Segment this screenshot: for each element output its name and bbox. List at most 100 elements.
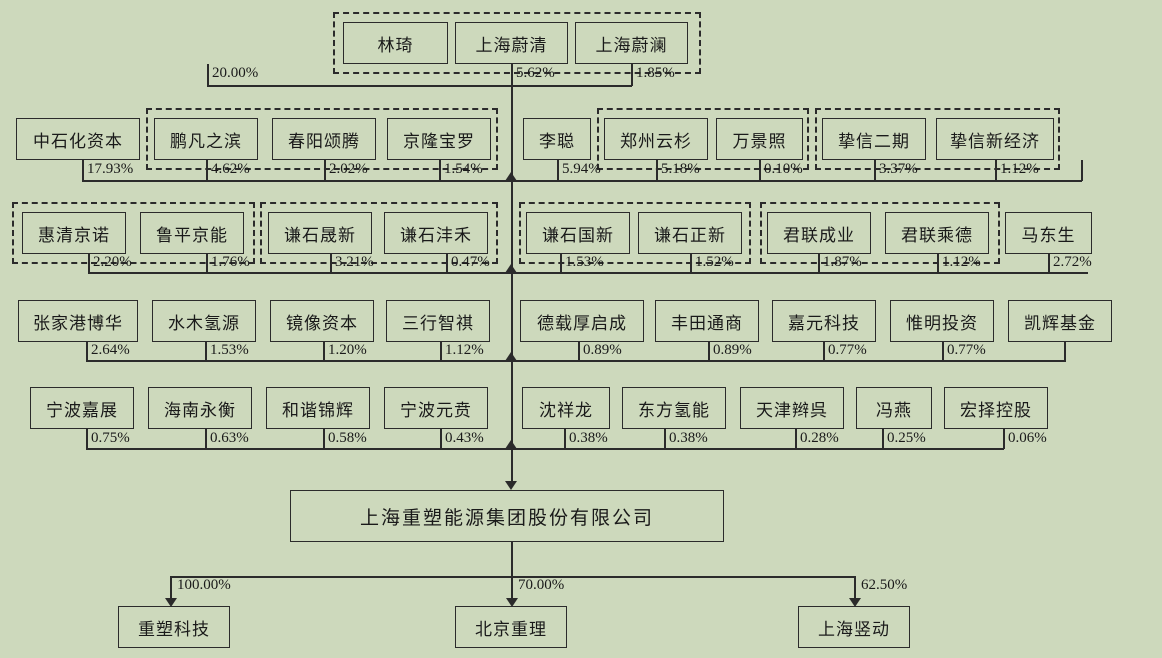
shareholder-name: 谦石晟新: [284, 225, 356, 245]
shareholder-box-r2c8[interactable]: 挚信新经济: [936, 118, 1054, 160]
shareholder-name: 李聪: [539, 131, 575, 151]
shareholder-name: 上海蔚澜: [595, 35, 668, 55]
line-r1c0-v: [207, 64, 209, 86]
shareholder-box-r5c4[interactable]: 沈祥龙: [522, 387, 610, 429]
stub-r2c5: [656, 160, 658, 181]
group-dashed-row2-a: [146, 108, 498, 170]
shareholder-box-r1c2[interactable]: 上海蔚澜: [575, 22, 688, 64]
shareholder-name: 万景照: [732, 131, 787, 151]
pct-r3c8: 2.72%: [1053, 254, 1092, 270]
shareholder-box-r5c8[interactable]: 宏择控股: [944, 387, 1048, 429]
shareholder-box-r5c3[interactable]: 宁波元贲: [384, 387, 488, 429]
stub-r4c0: [86, 342, 88, 361]
pct-r1c1: 5.62%: [516, 65, 555, 81]
bus-row5: [86, 448, 1004, 450]
pct-r1c0: 20.00%: [212, 65, 259, 81]
shareholder-box-r5c1[interactable]: 海南永衡: [148, 387, 252, 429]
stub-r2c6: [759, 160, 761, 181]
stub-r3c2: [330, 254, 332, 273]
subsidiary-box-0[interactable]: 重塑科技: [118, 606, 230, 648]
company-name: 上海重塑能源集团股份有限公司: [359, 507, 654, 529]
shareholder-box-r1c0[interactable]: 林琦: [343, 22, 448, 64]
shareholder-box-r3c4[interactable]: 谦石国新: [526, 212, 630, 254]
company-box[interactable]: 上海重塑能源集团股份有限公司: [290, 490, 724, 542]
stub-r2c2: [324, 160, 326, 181]
shareholder-box-r3c3[interactable]: 谦石沣禾: [384, 212, 488, 254]
pct-r2c7: 3.37%: [879, 161, 918, 177]
shareholder-name: 君联成业: [783, 225, 855, 245]
pct-r3c6: 1.87%: [823, 254, 862, 270]
shareholder-box-r3c6[interactable]: 君联成业: [767, 212, 871, 254]
pct-r4c7: 0.77%: [947, 342, 986, 358]
shareholder-box-r4c5[interactable]: 丰田通商: [655, 300, 759, 342]
trunk-seg-3: [511, 272, 513, 363]
pct-r5c5: 0.38%: [669, 430, 708, 446]
shareholder-box-r3c1[interactable]: 鲁平京能: [140, 212, 244, 254]
shareholder-box-r3c5[interactable]: 谦石正新: [638, 212, 742, 254]
pct-r3c2: 3.21%: [335, 254, 374, 270]
shareholder-name: 沈祥龙: [539, 400, 593, 420]
shareholder-name: 鲁平京能: [156, 225, 228, 245]
shareholder-name: 天津辫呉: [756, 400, 828, 420]
shareholder-name: 鹏凡之滨: [170, 131, 242, 151]
trunk-seg-5: [511, 448, 513, 484]
sub-drop-2: [854, 576, 856, 603]
subsidiary-name: 北京重理: [475, 619, 547, 639]
shareholder-box-r2c4[interactable]: 李聪: [523, 118, 591, 160]
stub-r2c0: [82, 160, 84, 181]
pct-r2c6: 0.10%: [764, 161, 803, 177]
shareholder-box-r3c2[interactable]: 谦石晟新: [268, 212, 372, 254]
arrow-into-trunk-row3: [505, 264, 517, 273]
subsidiary-box-1[interactable]: 北京重理: [455, 606, 567, 648]
shareholder-box-r3c0[interactable]: 惠清京诺: [22, 212, 126, 254]
shareholder-box-r4c7[interactable]: 惟明投资: [890, 300, 994, 342]
shareholder-box-r4c6[interactable]: 嘉元科技: [772, 300, 876, 342]
shareholder-box-r2c2[interactable]: 春阳颂腾: [272, 118, 376, 160]
shareholder-box-r4c3[interactable]: 三行智祺: [386, 300, 490, 342]
bus-row2: [82, 180, 1082, 182]
shareholder-box-r4c1[interactable]: 水木氢源: [152, 300, 256, 342]
shareholder-box-r5c7[interactable]: 冯燕: [856, 387, 932, 429]
shareholder-box-r5c6[interactable]: 天津辫呉: [740, 387, 844, 429]
stub-r5c6: [795, 429, 797, 449]
shareholder-name: 马东生: [1021, 225, 1076, 245]
shareholder-name: 和谐锦辉: [282, 400, 354, 420]
shareholder-box-r2c0[interactable]: 中石化资本: [16, 118, 140, 160]
trunk-seg-1: [511, 85, 513, 185]
shareholder-box-r5c5[interactable]: 东方氢能: [622, 387, 726, 429]
shareholder-box-r5c0[interactable]: 宁波嘉展: [30, 387, 134, 429]
bus-row2-right-end: [1081, 160, 1083, 181]
shareholder-name: 冯燕: [876, 400, 912, 420]
shareholder-box-r2c3[interactable]: 京隆宝罗: [387, 118, 491, 160]
stub-r5c3: [440, 429, 442, 449]
shareholder-box-r2c7[interactable]: 挚信二期: [822, 118, 926, 160]
pct-r4c2: 1.20%: [328, 342, 367, 358]
shareholder-name: 东方氢能: [638, 400, 710, 420]
pct-r5c2: 0.58%: [328, 430, 367, 446]
shareholder-box-r3c8[interactable]: 马东生: [1005, 212, 1092, 254]
group-dashed-row2-b: [597, 108, 809, 170]
stub-r4c5: [708, 342, 710, 361]
shareholder-box-r2c5[interactable]: 郑州云杉: [604, 118, 708, 160]
pct-r2c4: 5.94%: [562, 161, 601, 177]
pct-r5c0: 0.75%: [91, 430, 130, 446]
stub-r2c8: [995, 160, 997, 181]
pct-r4c3: 1.12%: [445, 342, 484, 358]
trunk-seg-4: [511, 360, 513, 450]
shareholder-box-r5c2[interactable]: 和谐锦辉: [266, 387, 370, 429]
shareholder-box-r4c0[interactable]: 张家港博华: [18, 300, 138, 342]
shareholder-box-r2c1[interactable]: 鹏凡之滨: [154, 118, 258, 160]
shareholder-box-r1c1[interactable]: 上海蔚清: [455, 22, 568, 64]
stub-r3c6: [818, 254, 820, 273]
shareholder-name: 京隆宝罗: [403, 131, 475, 151]
subsidiary-box-2[interactable]: 上海竖动: [798, 606, 910, 648]
shareholder-box-r2c6[interactable]: 万景照: [716, 118, 803, 160]
shareholder-box-r4c2[interactable]: 镜像资本: [270, 300, 374, 342]
arrow-into-company: [505, 481, 517, 490]
shareholder-name: 惠清京诺: [38, 225, 110, 245]
shareholder-box-r4c4[interactable]: 德载厚启成: [520, 300, 644, 342]
shareholder-box-r4c8[interactable]: 凯辉基金: [1008, 300, 1112, 342]
arrow-sub-0: [165, 598, 177, 607]
stub-r4c2: [323, 342, 325, 361]
shareholder-box-r3c7[interactable]: 君联乘德: [885, 212, 989, 254]
